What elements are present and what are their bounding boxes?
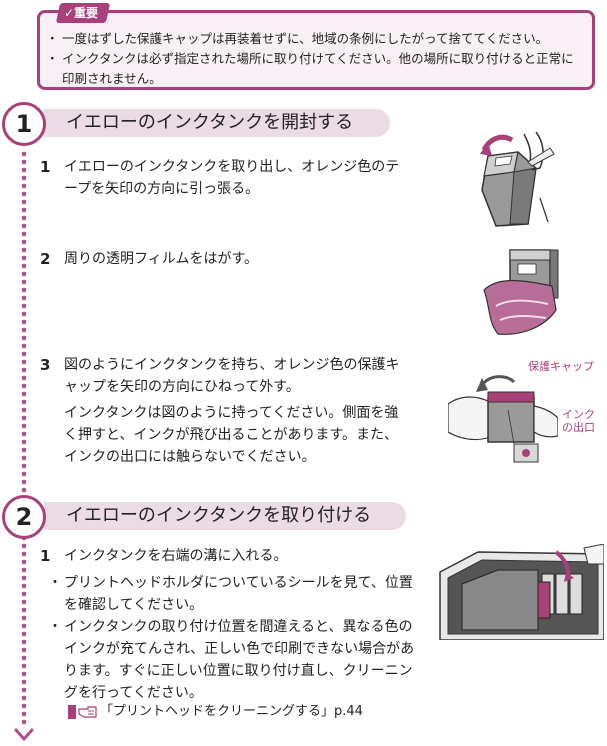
timeline-dots [20,150,28,728]
step2-title: イエローのインクタンクを取り付ける [44,502,406,530]
notice-item: 一度はずした保護キャップは再装着せずに、地域の条例にしたがって捨ててください。 [46,29,584,49]
label-ink-outlet: インクの出口 [562,408,595,434]
step1-sub2: 2 周りの透明フィルムをはがす。 [40,250,259,268]
tank-film-illustration [483,249,559,335]
step2-number: 2 [2,495,46,539]
step1-number: 1 [2,102,46,146]
step2-bullet: ・ プリントヘッドホルダについているシールを見て、位置を確認してください。 [48,575,413,613]
ref-text[interactable]: 「プリントヘッドをクリーニングする」p.44 [100,704,363,719]
timeline-arrow-icon [14,728,34,741]
label-protective-cap: 保護キャップ [528,360,594,373]
step1-note: インクタンクは図のように持ってください。側面を強く押すと、インクが飛び出ることが… [64,405,399,465]
notice-list: 一度はずした保護キャップは再装着せずに、地域の条例にしたがって捨ててください。 … [46,29,584,89]
notice-tag: ✓ 重要 [55,3,111,23]
step1-sub1: 1 イエローのインクタンクを取り出し、オレンジ色のテープを矢印の方向に引っ張る。 [40,158,400,197]
step2-bullet: ・ インクタンクの取り付け位置を間違えると、異なる色のインクが充てんされ、正しい… [48,619,415,701]
step1-title: イエローのインクタンクを開封する [44,109,390,137]
cap-twist-illustration [448,375,558,463]
important-notice: ✓ 重要 一度はずした保護キャップは再装着せずに、地域の条例にしたがって捨ててく… [37,3,595,90]
pointing-hand-icon [78,706,97,718]
ref-marker-icon [68,705,76,719]
tank-tape-illustration [480,131,555,227]
step2-sub1: 1 インクタンクを右端の溝に入れる。 [40,547,288,565]
printer-tanks-illustration [439,544,604,640]
notice-item: インクタンクは必ず指定された場所に取り付けてください。他の場所に取り付けると正常… [46,49,584,89]
step1-sub3: 3 図のようにインクタンクを持ち、オレンジ色の保護キャップを矢印の方向にひねって… [40,356,400,395]
cross-reference[interactable]: 「プリントヘッドをクリーニングする」p.44 [68,703,363,721]
